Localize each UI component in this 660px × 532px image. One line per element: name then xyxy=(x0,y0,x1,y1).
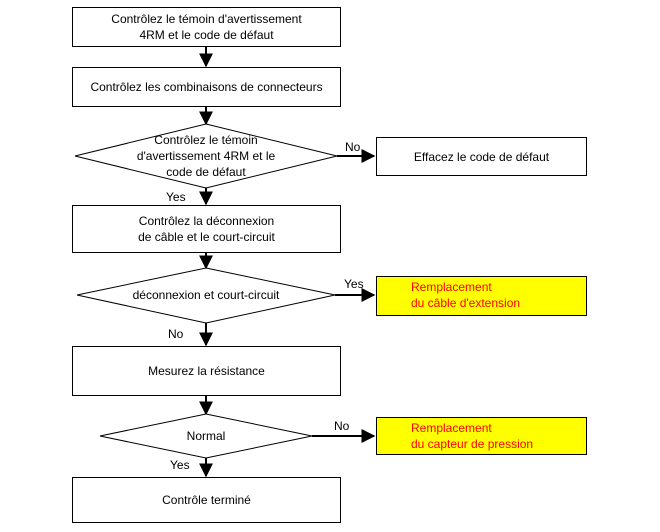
replace-cable-box: Remplacement du câble d'extension xyxy=(376,276,587,316)
decision2-no-label: No xyxy=(168,327,184,341)
decision2-text: déconnexion et court-circuit xyxy=(132,288,280,302)
decision1-text: Contrôlez le témoin d'avertissement 4RM … xyxy=(136,133,276,179)
step1-check-warning-light: Contrôlez le témoin d'avertissement 4RM … xyxy=(72,7,341,47)
decision3-no-label: No xyxy=(334,419,350,433)
decision3-yes-label: Yes xyxy=(170,458,190,472)
step2-check-connectors: Contrôlez les combinaisons de connecteur… xyxy=(72,67,341,107)
decision1-diamond xyxy=(74,123,338,189)
decision3-text: Normal xyxy=(186,429,226,443)
decision3-diamond xyxy=(99,413,313,459)
decision1-no-label: No xyxy=(345,140,361,154)
clear-code-box: Effacez le code de défaut xyxy=(376,137,587,176)
decision1-yes-label: Yes xyxy=(166,190,186,204)
step3-check-disconnection: Contrôlez la déconnexion de câble et le … xyxy=(72,205,341,253)
replace-sensor-box: Remplacement du capteur de pression xyxy=(376,417,587,455)
decision2-diamond xyxy=(76,267,336,324)
decision2-yes-label: Yes xyxy=(344,277,364,291)
step5-check-complete: Contrôle terminé xyxy=(72,477,341,523)
step4-measure-resistance: Mesurez la résistance xyxy=(72,346,341,396)
